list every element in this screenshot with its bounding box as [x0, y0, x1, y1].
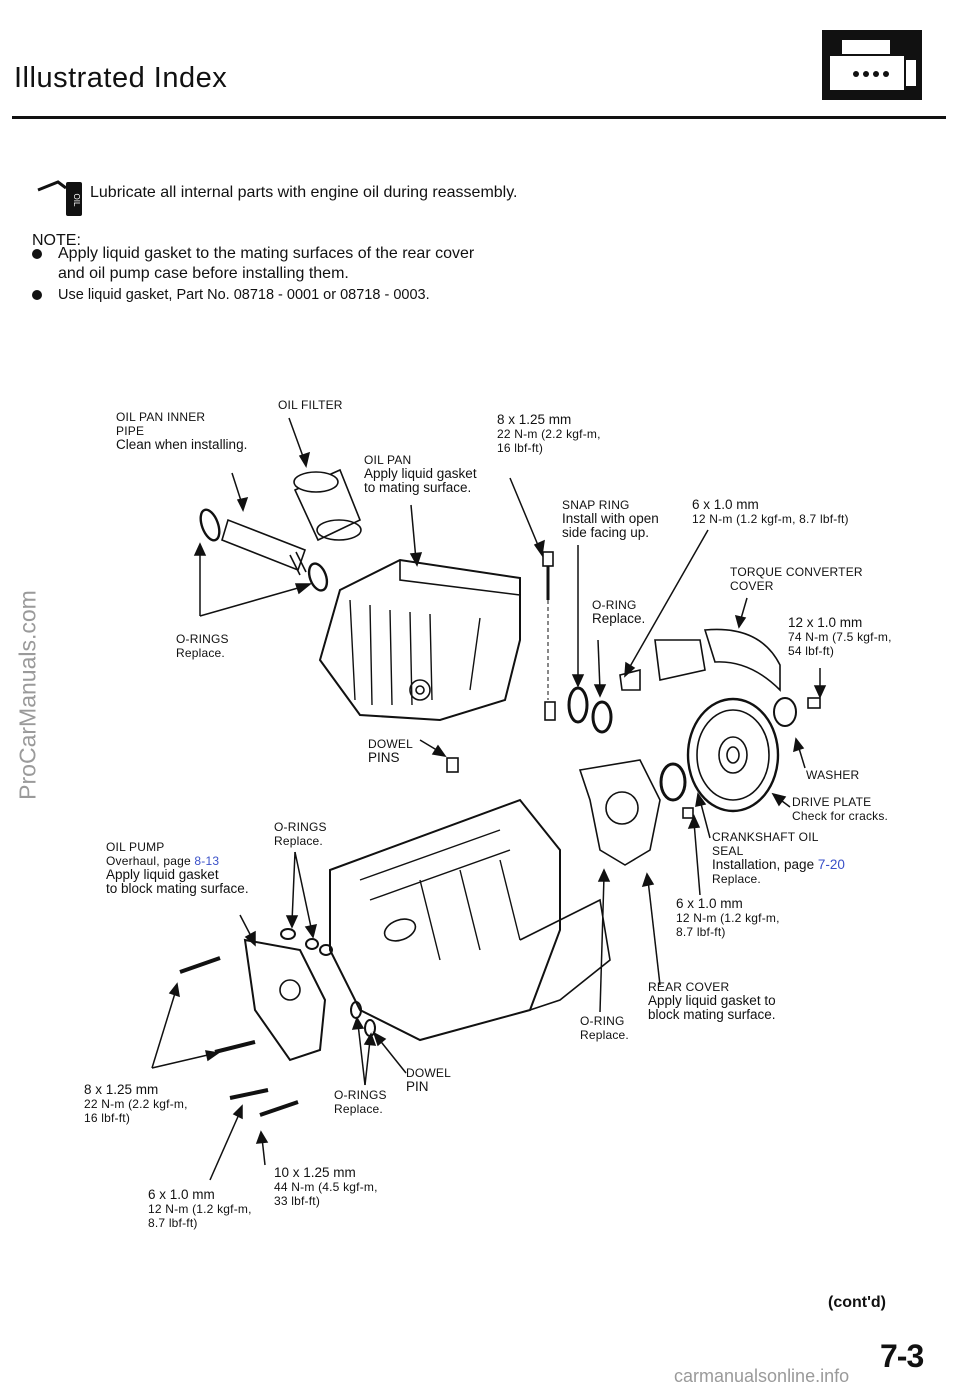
- label-o-rings-bottom: O-RINGS Replace.: [334, 1088, 387, 1116]
- label-bolt-top: 8 x 1.25 mm 22 N-m (2.2 kgf-m, 16 lbf-ft…: [497, 412, 601, 456]
- label-bolt-8x125-bottom: 8 x 1.25 mm 22 N-m (2.2 kgf-m, 16 lbf-ft…: [84, 1082, 188, 1126]
- oil-icon-label: OIL: [72, 194, 81, 207]
- label-rear-cover: REAR COVER Apply liquid gasket to block …: [648, 980, 776, 1022]
- label-washer: WASHER: [806, 768, 860, 782]
- oil-seal-page-link[interactable]: 7-20: [817, 857, 845, 872]
- bolt-top-drawing: [542, 551, 556, 721]
- page-number: 7-3: [880, 1338, 924, 1374]
- label-oil-pan-inner-pipe: OIL PAN INNER PIPE Clean when installing…: [116, 410, 248, 452]
- note-bullet-1: Apply liquid gasket to the mating surfac…: [32, 244, 478, 284]
- label-bolt-12x1: 12 x 1.0 mm 74 N-m (7.5 kgf-m, 54 lbf-ft…: [788, 615, 892, 659]
- label-bolt-6x1-bottom: 6 x 1.0 mm 12 N-m (1.2 kgf-m, 8.7 lbf-ft…: [148, 1187, 252, 1231]
- continued-marker: (cont'd): [828, 1294, 887, 1311]
- exploded-engine-diagram: [151, 417, 827, 1181]
- lubricate-text: Lubricate all internal parts with engine…: [90, 184, 518, 201]
- label-bolt-6x1-top: 6 x 1.0 mm 12 N-m (1.2 kgf-m, 8.7 lbf-ft…: [692, 497, 849, 527]
- oil-pan-drawing: [318, 558, 521, 722]
- oil-pump-drawing: [243, 938, 327, 1062]
- label-torque-converter-cover: TORQUE CONVERTER COVER: [730, 565, 863, 593]
- note-heading: NOTE:: [32, 232, 81, 249]
- label-oil-filter: OIL FILTER: [278, 398, 343, 412]
- engine-block-drawing: [329, 798, 611, 1042]
- torque-cover-drawing: [619, 628, 781, 692]
- footer-site: carmanualsonline.info: [674, 1366, 850, 1386]
- bullet-dot: [32, 249, 42, 259]
- bullet-dot: [32, 290, 42, 300]
- title-rule: [12, 116, 946, 119]
- engine-block-icon: [822, 30, 922, 100]
- label-drive-plate: DRIVE PLATE Check for cracks.: [792, 795, 889, 823]
- label-o-ring-bottom: O-RING Replace.: [580, 1014, 629, 1042]
- label-o-rings-left: O-RINGS Replace.: [176, 632, 229, 660]
- label-crankshaft-oil-seal: CRANKSHAFT OIL SEAL Installation, page 7…: [712, 830, 845, 886]
- label-bolt-10x125: 10 x 1.25 mm 44 N-m (4.5 kgf-m, 33 lbf-f…: [274, 1165, 378, 1209]
- page-title: Illustrated Index: [14, 62, 228, 94]
- oil-can-icon: OIL: [37, 180, 82, 216]
- oil-pump-page-link[interactable]: 8-13: [194, 854, 220, 868]
- label-bolt-6x1-right: 6 x 1.0 mm 12 N-m (1.2 kgf-m, 8.7 lbf-ft…: [676, 896, 780, 940]
- oil-filter-drawing: [293, 468, 362, 542]
- drive-plate-drawing: [686, 697, 780, 813]
- label-o-ring-mid: O-RING Replace.: [592, 598, 646, 626]
- label-dowel-pin: DOWEL PIN: [406, 1066, 452, 1094]
- label-dowel-pins: DOWEL PINS: [368, 737, 414, 765]
- label-o-rings-center: O-RINGS Replace.: [274, 820, 327, 848]
- note-bullet-2: Use liquid gasket, Part No. 08718 - 0001…: [32, 285, 478, 305]
- label-oil-pan: OIL PAN Apply liquid gasket to mating su…: [364, 453, 477, 495]
- inner-pipe-drawing: [199, 508, 329, 592]
- label-snap-ring: SNAP RING Install with open side facing …: [562, 498, 659, 540]
- label-oil-pump: OIL PUMP Overhaul, page 8-13 Apply liqui…: [106, 840, 249, 896]
